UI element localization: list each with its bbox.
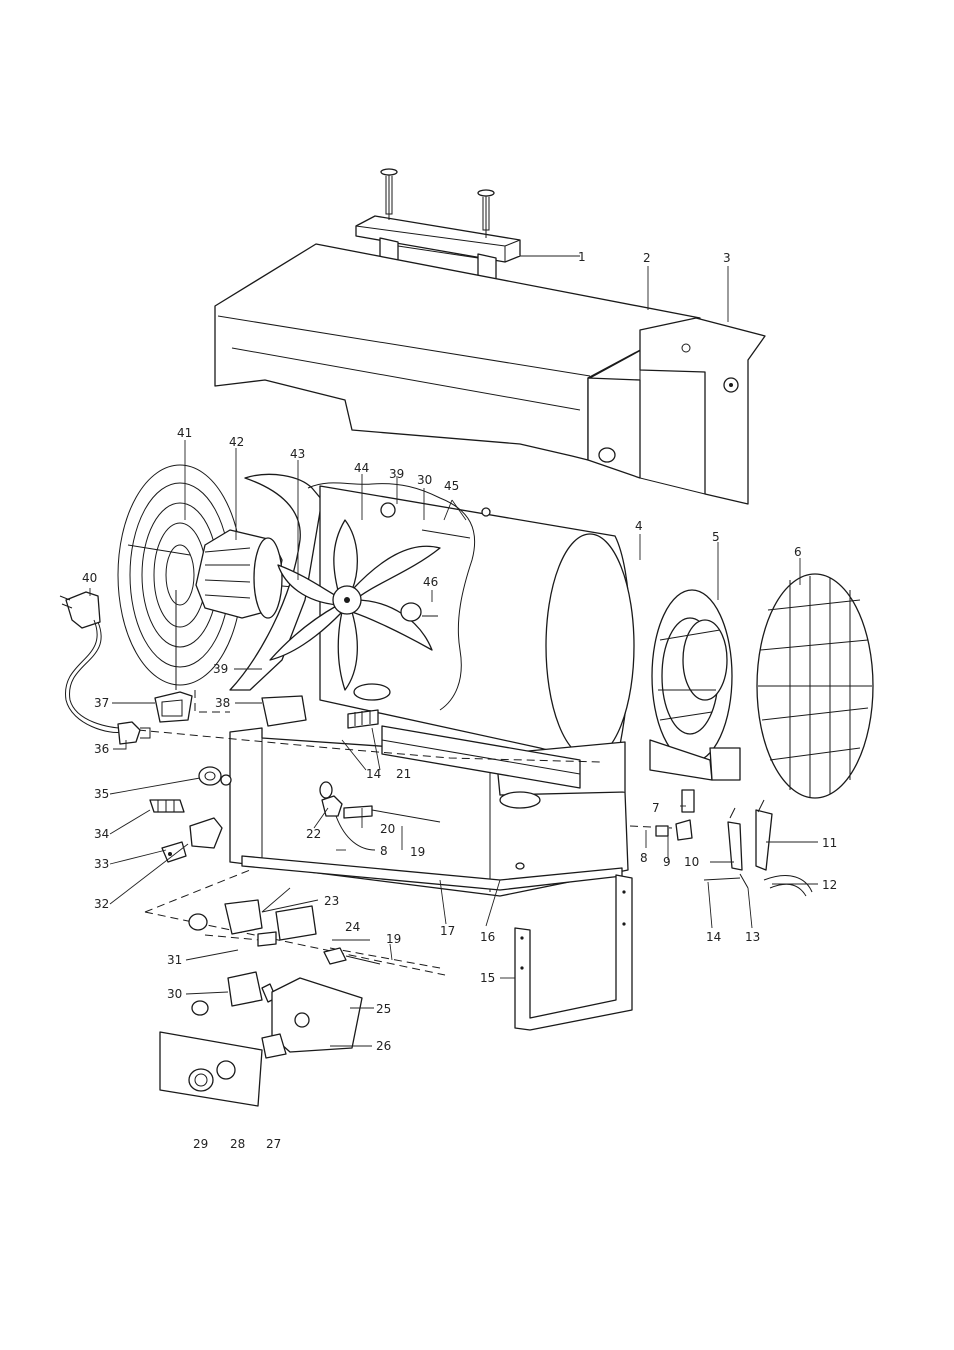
power-cord [59,591,123,734]
label-part-40: 40 [82,571,97,585]
label-part-38: 38 [215,696,230,710]
label-part-12: 12 [822,878,837,892]
label-part-15: 15 [480,971,495,985]
label-part-1: 1 [578,250,586,264]
assembly-lines [137,690,673,976]
label-part-30-top: 30 [417,473,432,487]
label-part-27: 27 [266,1137,281,1151]
label-part-42: 42 [229,435,244,449]
label-part-8-right: 8 [640,851,648,865]
front-panel [159,1031,263,1107]
label-part-13: 13 [745,930,760,944]
label-part-14-upper: 14 [366,767,381,781]
label-part-14-right: 14 [706,930,721,944]
label-part-23: 23 [324,894,339,908]
support-leg [514,874,633,1031]
label-part-34: 34 [94,827,109,841]
label-part-44: 44 [354,461,369,475]
label-part-26: 26 [376,1039,391,1053]
label-part-21: 21 [396,767,411,781]
label-part-7: 7 [652,801,660,815]
label-part-6: 6 [794,545,802,559]
connector-38 [261,695,307,727]
label-part-8-mid: 8 [380,844,388,858]
knob-35 [198,766,232,786]
electrode-assembly [655,789,813,897]
label-part-43: 43 [290,447,305,461]
valve-32 [161,817,223,863]
base-housing: 9978 [229,725,629,897]
label-part-25: 25 [376,1002,391,1016]
label-part-16: 16 [480,930,495,944]
label-part-29: 29 [193,1137,208,1151]
label-part-28: 28 [230,1137,245,1151]
fan-motor [195,529,308,619]
label-part-17: 17 [440,924,455,938]
label-part-36: 36 [94,742,109,756]
label-part-20: 20 [380,822,395,836]
fan-blade [269,519,441,691]
label-part-45: 45 [444,479,459,493]
label-part-2: 2 [643,251,651,265]
front-grille [756,573,874,799]
cord-gland [117,721,151,745]
label-part-46: 46 [423,575,438,589]
label-part-9: 9 [663,855,671,869]
label-part-35: 35 [94,787,109,801]
label-part-37: 37 [94,696,109,710]
gas-fitting [321,795,441,851]
part-labels: 1 2 3 41 42 43 44 39 30 45 4 5 6 46 40 3… [82,250,837,1151]
top-cover [214,243,701,479]
label-part-22: 22 [306,827,321,841]
label-part-24: 24 [345,920,360,934]
label-part-19-mid: 19 [410,845,425,859]
label-part-19-lower: 19 [386,932,401,946]
label-part-10: 10 [684,855,699,869]
label-part-39-lower: 39 [213,662,228,676]
thermostat-disk [400,602,438,622]
label-part-5: 5 [712,530,720,544]
control-box-25 [261,977,363,1059]
label-part-33: 33 [94,857,109,871]
label-part-4: 4 [635,519,643,533]
label-part-39-top: 39 [389,467,404,481]
label-part-31: 31 [167,953,182,967]
leader-lines [89,255,818,1047]
label-part-32: 32 [94,897,109,911]
switch [154,691,193,723]
label-part-3: 3 [723,251,731,265]
terminal-block [347,709,379,729]
solenoid-31 [188,899,381,965]
label-part-11: 11 [822,836,837,850]
front-shroud [649,589,741,781]
label-part-41: 41 [177,426,192,440]
fitting-34 [149,799,185,813]
label-part-30-lower: 30 [167,987,182,1001]
side-bracket [639,317,766,505]
